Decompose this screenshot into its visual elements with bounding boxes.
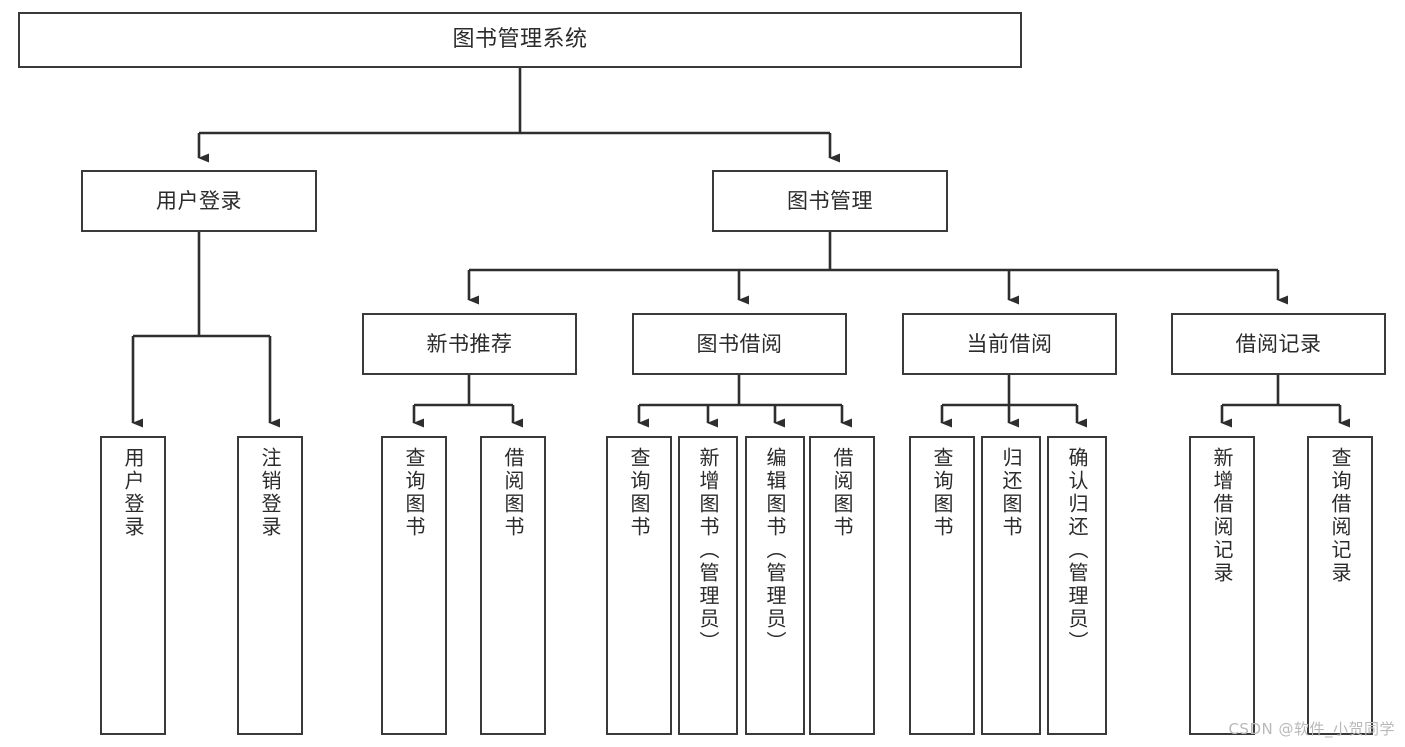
node-label: 注销登录 (258, 447, 282, 539)
node-leaf-query-book-recommend[interactable]: 查询图书 (381, 436, 447, 735)
csdn-watermark: CSDN @软件_小贺同学 (1228, 720, 1395, 738)
node-label: 新书推荐 (426, 331, 513, 356)
node-label: 新增图书（管理员） (696, 447, 720, 654)
node-label: 图书管理系统 (452, 27, 588, 53)
node-leaf-add-book-admin[interactable]: 新增图书（管理员） (678, 436, 738, 735)
node-leaf-add-borrow-record[interactable]: 新增借阅记录 (1189, 436, 1255, 735)
node-root-book-management-system[interactable]: 图书管理系统 (18, 12, 1022, 68)
node-book-borrow[interactable]: 图书借阅 (632, 313, 847, 375)
node-label: 当前借阅 (966, 331, 1053, 356)
node-label: 用户登录 (156, 188, 242, 213)
node-label: 图书借阅 (696, 331, 783, 356)
node-user-login[interactable]: 用户登录 (81, 170, 317, 232)
node-leaf-borrow-book-recommend[interactable]: 借阅图书 (480, 436, 546, 735)
node-leaf-query-book-borrow[interactable]: 查询图书 (606, 436, 672, 735)
node-label: 借阅记录 (1235, 331, 1322, 356)
node-label: 借阅图书 (830, 447, 854, 539)
node-current-borrow[interactable]: 当前借阅 (902, 313, 1117, 375)
node-label: 确认归还（管理员） (1065, 447, 1089, 654)
node-leaf-confirm-return-admin[interactable]: 确认归还（管理员） (1047, 436, 1107, 735)
node-leaf-user-login[interactable]: 用户登录 (100, 436, 166, 735)
node-label: 查询图书 (627, 447, 651, 539)
node-book-management[interactable]: 图书管理 (712, 170, 948, 232)
node-label: 新增借阅记录 (1210, 447, 1234, 585)
node-label: 归还图书 (999, 447, 1023, 539)
node-leaf-borrow-book[interactable]: 借阅图书 (809, 436, 875, 735)
node-leaf-query-book-current[interactable]: 查询图书 (909, 436, 975, 735)
node-leaf-logout[interactable]: 注销登录 (237, 436, 303, 735)
node-label: 图书管理 (787, 188, 873, 213)
node-label: 查询图书 (402, 447, 426, 539)
node-leaf-return-book[interactable]: 归还图书 (981, 436, 1041, 735)
node-label: 查询图书 (930, 447, 954, 539)
node-leaf-edit-book-admin[interactable]: 编辑图书（管理员） (745, 436, 805, 735)
node-new-book-recommend[interactable]: 新书推荐 (362, 313, 577, 375)
node-label: 编辑图书（管理员） (763, 447, 787, 654)
node-label: 查询借阅记录 (1328, 447, 1352, 585)
node-label: 用户登录 (121, 447, 145, 539)
node-label: 借阅图书 (501, 447, 525, 539)
node-leaf-query-borrow-record[interactable]: 查询借阅记录 (1307, 436, 1373, 735)
node-borrow-record[interactable]: 借阅记录 (1171, 313, 1386, 375)
